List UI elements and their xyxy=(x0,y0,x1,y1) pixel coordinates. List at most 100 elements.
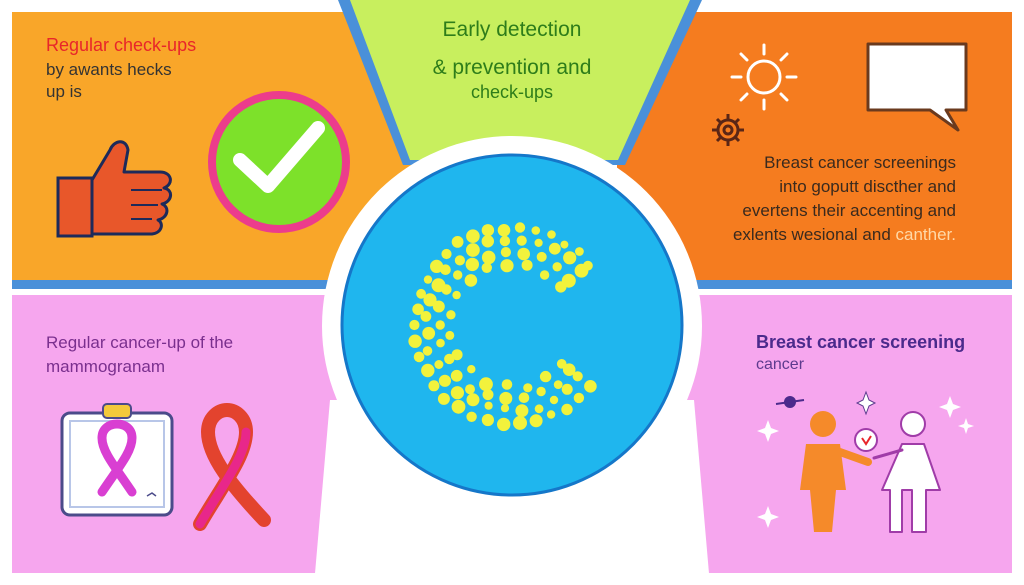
gear-icon xyxy=(712,114,744,146)
c-dot xyxy=(553,380,563,389)
c-dot xyxy=(552,262,562,272)
bottom-left-line-2: mammogranam xyxy=(46,357,166,376)
c-dot xyxy=(412,303,424,316)
c-dot xyxy=(450,369,463,382)
c-dot xyxy=(536,251,547,262)
c-dot xyxy=(536,386,546,397)
c-dot xyxy=(466,411,477,422)
c-dot xyxy=(436,338,445,348)
sun-icon xyxy=(730,43,798,111)
c-dot xyxy=(561,383,573,395)
c-dot xyxy=(547,230,556,239)
top-right-line-1: Breast cancer screenings xyxy=(764,153,956,172)
bottom-left-line-1: Regular cancer-up of the xyxy=(46,333,234,352)
c-dot xyxy=(539,370,552,383)
c-dot xyxy=(451,236,464,248)
c-dot xyxy=(484,401,493,410)
c-dot xyxy=(531,226,541,235)
sparkle-icon xyxy=(757,390,974,528)
top-right-line-2: into goputt discther and xyxy=(779,177,956,196)
c-dot xyxy=(583,260,593,271)
c-dot xyxy=(563,251,577,265)
c-dot xyxy=(435,320,445,330)
c-dot xyxy=(514,222,526,233)
c-dot xyxy=(523,383,533,393)
awareness-ribbon-icon xyxy=(193,402,271,531)
c-dot xyxy=(499,235,511,247)
c-dot xyxy=(482,389,494,401)
c-dot xyxy=(416,288,426,299)
c-dot xyxy=(481,224,495,237)
c-dot xyxy=(452,290,461,300)
c-dot xyxy=(466,229,480,243)
c-dot xyxy=(497,417,511,432)
c-dot xyxy=(549,395,559,405)
c-dot xyxy=(451,349,463,361)
c-dot xyxy=(422,326,436,340)
c-dot xyxy=(423,293,437,307)
c-dot xyxy=(561,403,573,416)
c-dot xyxy=(432,300,445,313)
blue-circle xyxy=(340,153,684,497)
c-dot xyxy=(465,257,479,272)
c-dot xyxy=(450,386,464,400)
c-dot xyxy=(413,351,425,363)
c-dot xyxy=(408,334,422,348)
c-dots-logo xyxy=(408,222,597,432)
c-dot xyxy=(421,363,435,378)
divider-left xyxy=(12,280,415,289)
c-dot xyxy=(572,371,583,382)
c-dot xyxy=(562,363,576,377)
c-dot xyxy=(464,274,478,287)
c-dot xyxy=(500,247,511,258)
c-dot xyxy=(548,242,561,255)
c-dot xyxy=(434,360,444,369)
c-dot xyxy=(454,255,465,266)
c-dot xyxy=(451,399,466,414)
c-dot xyxy=(481,235,494,248)
c-dot xyxy=(446,310,456,320)
c-dot xyxy=(466,243,480,257)
c-dot xyxy=(428,380,440,392)
c-dot xyxy=(573,392,585,404)
top-center-line-3: check-ups xyxy=(470,82,554,102)
top-right-line-4-prefix: exlents wesional and xyxy=(732,225,896,244)
top-right-line-3: evertens their accenting and xyxy=(742,201,956,220)
divider-right xyxy=(617,280,1012,289)
pin-icon xyxy=(775,396,805,408)
c-dot xyxy=(546,410,556,419)
c-dot xyxy=(500,259,514,273)
top-right-line-4: exlents wesional and canther. xyxy=(733,225,956,245)
c-dot xyxy=(517,247,530,261)
c-dot xyxy=(441,248,452,260)
c-dot xyxy=(444,353,455,365)
c-dot xyxy=(430,259,444,273)
c-dot xyxy=(481,413,494,427)
c-dot xyxy=(481,262,492,273)
c-dot xyxy=(518,392,530,404)
speech-bubble-icon xyxy=(866,42,968,132)
top-left-line-1: by awants hecks xyxy=(46,60,172,79)
c-dot xyxy=(420,311,432,322)
c-dot xyxy=(423,275,433,284)
c-dot xyxy=(515,404,529,418)
c-dot xyxy=(497,224,511,237)
c-dot xyxy=(534,404,544,414)
thumbs-up-icon xyxy=(56,140,172,238)
c-dot xyxy=(453,270,463,280)
c-dot xyxy=(560,240,569,249)
c-dot xyxy=(409,319,420,331)
c-dot xyxy=(467,365,476,374)
c-dot xyxy=(575,247,584,256)
c-dot xyxy=(513,415,527,430)
c-dot xyxy=(561,273,576,288)
c-dot xyxy=(479,377,493,392)
c-dot xyxy=(501,379,513,390)
c-dot xyxy=(516,235,527,246)
top-right-line-4-highlight: canther. xyxy=(895,225,957,244)
top-center-line-1: Early detection xyxy=(442,18,582,41)
c-dot xyxy=(445,330,455,340)
check-circle-icon xyxy=(208,91,350,233)
